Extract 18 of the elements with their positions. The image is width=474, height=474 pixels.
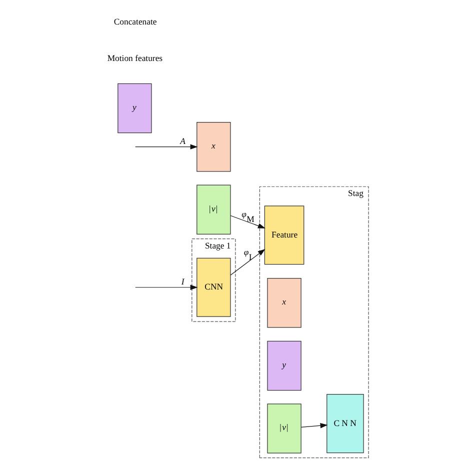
node-box: x [267,278,302,328]
label: Concatenate [114,16,157,27]
edge-label: I [181,276,184,286]
node-box: y [267,340,302,391]
node-box: C N N [326,394,364,454]
label: Motion features [107,52,163,63]
node-box: Feature [264,206,304,265]
arrow [135,144,198,150]
node-box: y [118,83,152,134]
node-box: |v| [196,184,231,234]
node-box: x [196,122,231,172]
node-box: |v| [267,404,302,454]
arrow [230,248,266,276]
node-box: CNN [196,258,231,317]
edge-label: A [180,136,186,146]
arrow [230,215,266,228]
arrow [300,423,328,428]
arrow [135,284,198,290]
